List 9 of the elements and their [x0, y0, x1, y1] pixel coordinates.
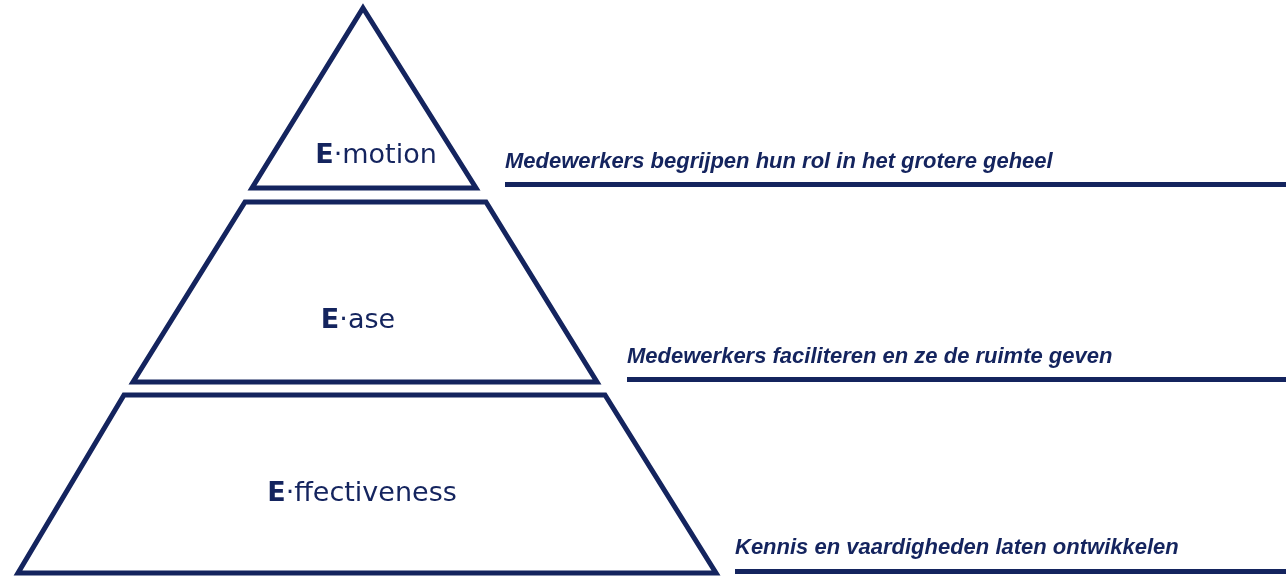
- level-label: E·ffectiveness: [267, 475, 457, 507]
- pyramid-top-triangle: [249, 5, 479, 191]
- level-description: Medewerkers faciliteren en ze de ruimte geven: [627, 343, 1113, 369]
- level-label: E·motion: [315, 137, 437, 169]
- pyramid-level-trapezoid: [15, 392, 719, 576]
- level-label: E·ase: [320, 302, 396, 334]
- level-description: Kennis en vaardigheden laten ontwikkelen: [735, 534, 1179, 560]
- pyramid-level-trapezoid: [130, 199, 600, 385]
- level-description: Medewerkers begrijpen hun rol in het grotere geheel: [505, 148, 1053, 174]
